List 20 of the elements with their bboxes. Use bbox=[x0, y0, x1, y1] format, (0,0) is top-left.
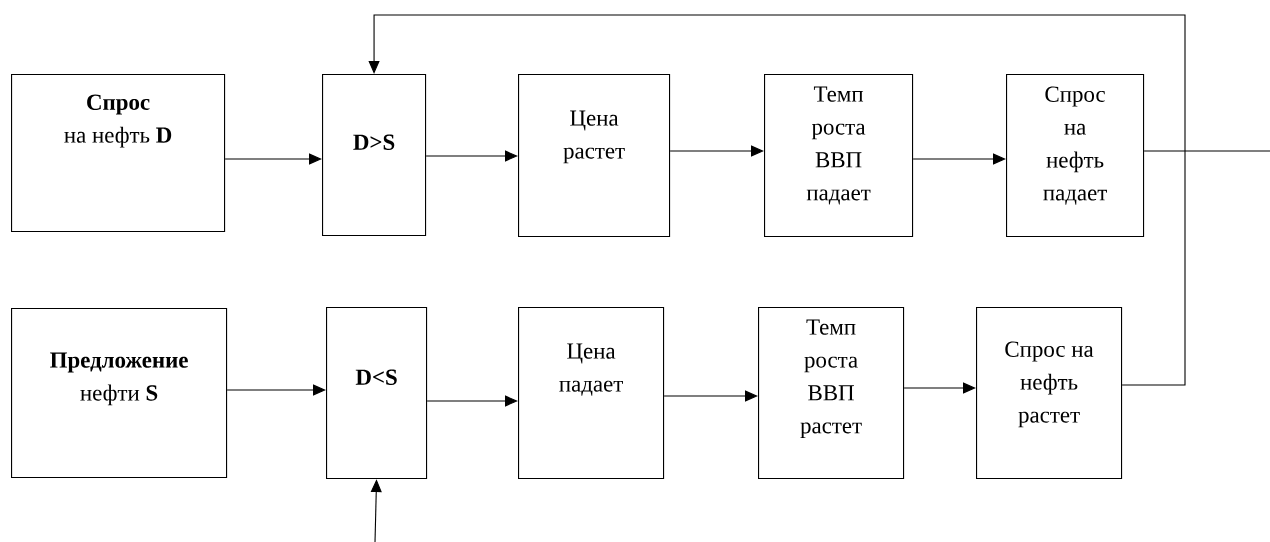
arrow bbox=[224, 153, 322, 165]
arrow bbox=[370, 479, 382, 542]
process-box: Темп роста ВВП падает bbox=[764, 74, 914, 238]
process-box: Спрос на нефть D bbox=[11, 74, 226, 233]
process-box: Спрос на нефть растет bbox=[976, 307, 1123, 480]
process-box: D<S bbox=[326, 307, 428, 480]
arrow bbox=[368, 14, 1186, 386]
arrow bbox=[903, 382, 976, 394]
process-box: Цена падает bbox=[518, 307, 665, 480]
arrow bbox=[425, 150, 518, 162]
process-box: Темп роста ВВП растет bbox=[758, 307, 905, 480]
arrow bbox=[226, 384, 326, 396]
arrow bbox=[669, 145, 764, 157]
arrow bbox=[663, 390, 758, 402]
process-box: Предложение нефти S bbox=[11, 308, 228, 479]
process-box: D>S bbox=[322, 74, 427, 237]
process-box: Цена растет bbox=[518, 74, 671, 238]
process-box: Спрос на нефть падает bbox=[1006, 74, 1145, 238]
arrow bbox=[912, 153, 1006, 165]
arrow bbox=[426, 395, 518, 407]
